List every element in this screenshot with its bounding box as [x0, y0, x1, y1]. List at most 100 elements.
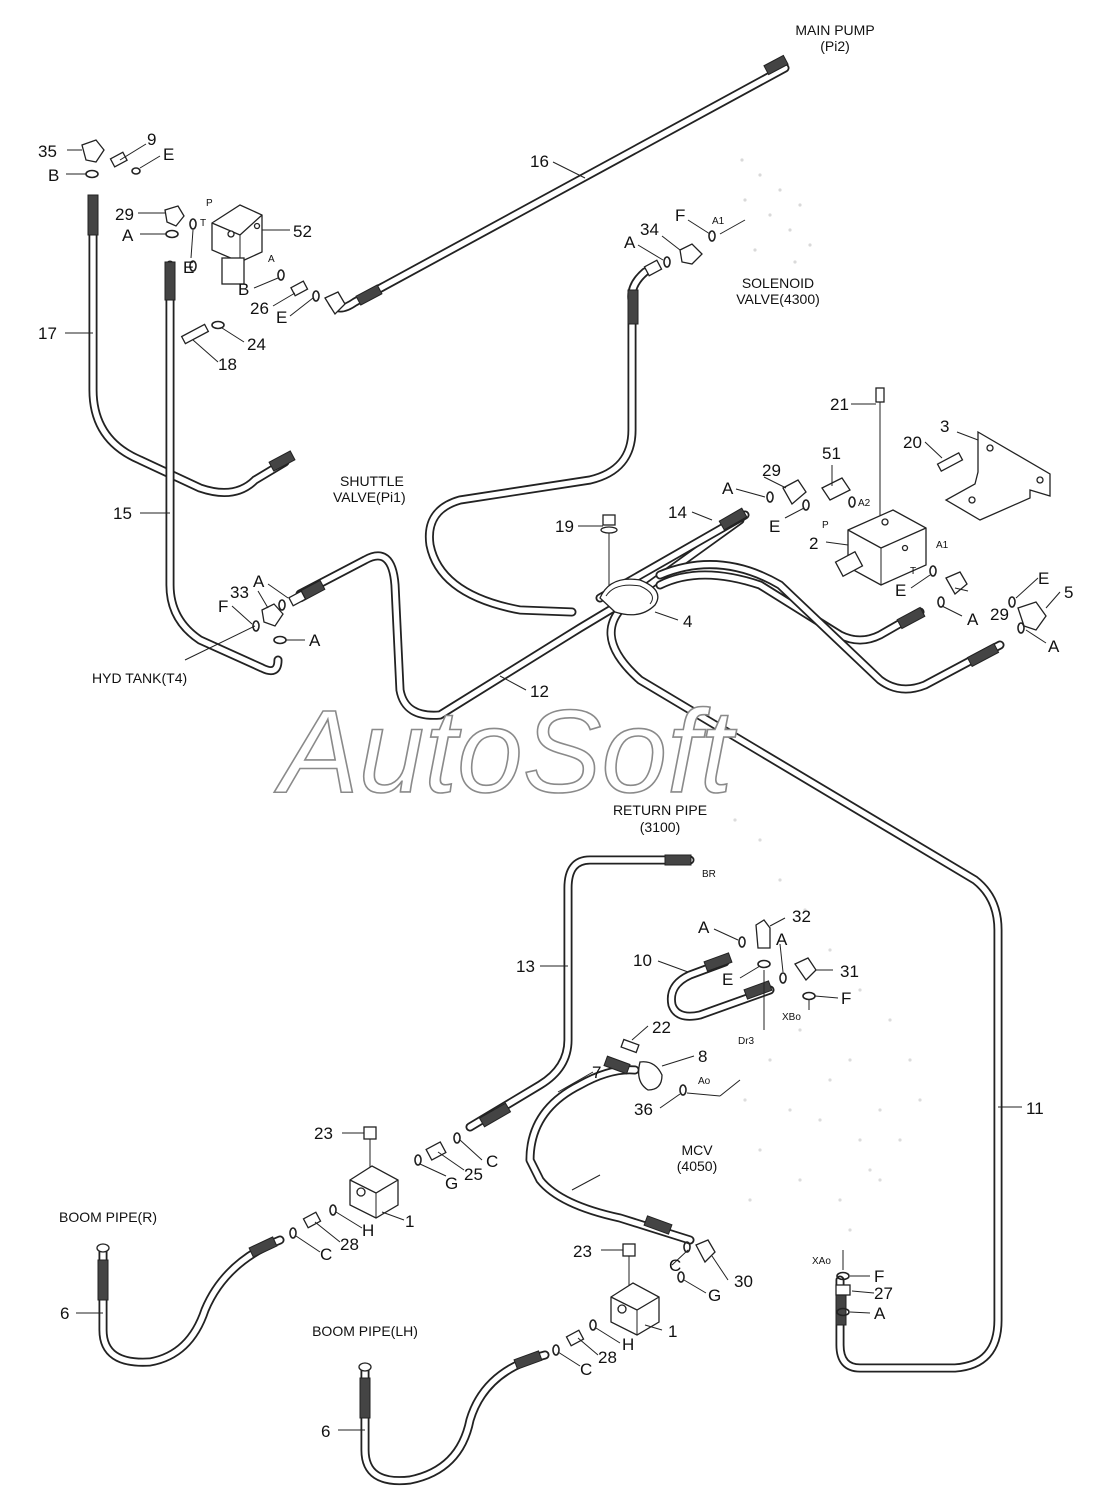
part-number: 15 — [113, 504, 132, 523]
shuttle-caption-2: VALVE(Pi1) — [333, 489, 406, 505]
part-number: E — [1038, 569, 1049, 588]
port-label: A — [268, 254, 275, 265]
part-number: 22 — [652, 1018, 671, 1037]
leader-lines — [65, 143, 1061, 1431]
mcv-caption-2: (4050) — [677, 1158, 717, 1174]
solenoid-caption-2: VALVE(4300) — [736, 291, 820, 307]
port-label: A1 — [712, 216, 725, 227]
part-number: 51 — [822, 444, 841, 463]
port-labels: P T A A1 A2 P T A1 BR Dr3 XBo Ao XAo — [200, 198, 949, 1267]
hyd-tank-caption: HYD TANK(T4) — [92, 670, 187, 686]
part-number: C — [320, 1245, 332, 1264]
part-number: A — [309, 631, 321, 650]
part-number: A — [624, 233, 636, 252]
bracket-3 — [944, 430, 1051, 521]
part-number: A — [698, 918, 710, 937]
part-number: E — [722, 970, 733, 989]
part-number: 35 — [38, 142, 57, 161]
part-number: A — [722, 479, 734, 498]
part-number: 5 — [1064, 583, 1073, 602]
part-number: E — [276, 308, 287, 327]
clamp-4 — [599, 578, 659, 616]
part-number: 34 — [640, 220, 659, 239]
part-number: F — [218, 597, 228, 616]
part-number: F — [675, 206, 685, 225]
part-number: 28 — [340, 1235, 359, 1254]
port-label: P — [822, 520, 829, 531]
part-number: 25 — [464, 1165, 483, 1184]
part-number: 23 — [573, 1242, 592, 1261]
part-number: 13 — [516, 957, 535, 976]
part-number: A — [253, 572, 265, 591]
part-number: F — [874, 1267, 884, 1286]
block-1-lower — [610, 1282, 660, 1336]
part-number: 31 — [840, 962, 859, 981]
part-number: 6 — [321, 1422, 330, 1441]
port-label: P — [206, 198, 213, 209]
part-number: H — [622, 1335, 634, 1354]
part-number: E — [163, 145, 174, 164]
part-number: 29 — [990, 605, 1009, 624]
part-number: 7 — [592, 1063, 601, 1082]
part-number: E — [895, 581, 906, 600]
part-number: B — [238, 280, 249, 299]
part-number: 32 — [792, 907, 811, 926]
part-number: 14 — [668, 503, 687, 522]
part-number: 6 — [60, 1304, 69, 1323]
part-number: 11 — [1026, 1099, 1044, 1118]
part-number: 1 — [668, 1322, 677, 1341]
return-pipe-caption-1: RETURN PIPE — [613, 802, 707, 818]
part-number: C — [486, 1152, 498, 1171]
part-number: C — [669, 1256, 681, 1275]
shuttle-caption-1: SHUTTLE — [340, 473, 404, 489]
solenoid-caption-1: SOLENOID — [742, 275, 814, 291]
part-number: G — [445, 1174, 458, 1193]
part-number: 28 — [598, 1348, 617, 1367]
port-label: Ao — [698, 1076, 711, 1087]
boom-pipe-r-caption: BOOM PIPE(R) — [59, 1209, 157, 1225]
solenoid-block-52 — [211, 204, 263, 285]
part-number-labels: 35 9 B E 29 A E 52 26 B E 24 18 17 15 16… — [38, 130, 1073, 1441]
solenoid-valve-ghost — [740, 158, 812, 264]
part-number: 18 — [218, 355, 237, 374]
valve-block-2 — [834, 509, 927, 586]
main-pump-caption-2: (Pi2) — [820, 38, 850, 54]
part-number: 10 — [633, 951, 652, 970]
part-number: E — [769, 517, 780, 536]
part-number: 1 — [405, 1212, 414, 1231]
mcv-ghost — [733, 818, 922, 1232]
part-number: 9 — [147, 130, 156, 149]
block-1-upper — [349, 1165, 399, 1219]
port-label: XAo — [812, 1256, 831, 1267]
part-number: 2 — [809, 534, 818, 553]
part-number: B — [48, 166, 59, 185]
part-number: 3 — [940, 417, 949, 436]
part-number: 24 — [247, 335, 266, 354]
return-pipe-caption-2: (3100) — [640, 819, 680, 835]
part-number: 4 — [683, 612, 692, 631]
part-number: F — [841, 989, 851, 1008]
callout-captions: MAIN PUMP (Pi2) SOLENOID VALVE(4300) SHU… — [59, 22, 875, 1339]
part-number: 17 — [38, 324, 57, 343]
port-label: T — [910, 566, 916, 577]
port-label: T — [200, 218, 206, 229]
mcv-caption-1: MCV — [681, 1142, 713, 1158]
part-number: H — [362, 1221, 374, 1240]
part-number: 29 — [115, 205, 134, 224]
port-label: A1 — [936, 540, 949, 551]
main-pump-caption-1: MAIN PUMP — [795, 22, 874, 38]
port-label: BR — [702, 869, 716, 880]
part-number: G — [708, 1286, 721, 1305]
port-label: Dr3 — [738, 1036, 755, 1047]
part-number: 52 — [293, 222, 312, 241]
part-number: A — [776, 930, 788, 949]
boom-pipe-lh-caption: BOOM PIPE(LH) — [312, 1323, 418, 1339]
part-number: C — [580, 1360, 592, 1379]
watermark: AutoSoft — [274, 686, 737, 818]
part-number: 33 — [230, 583, 249, 602]
fittings — [81, 139, 1051, 1372]
port-label: XBo — [782, 1012, 801, 1023]
part-number: 8 — [698, 1047, 707, 1066]
